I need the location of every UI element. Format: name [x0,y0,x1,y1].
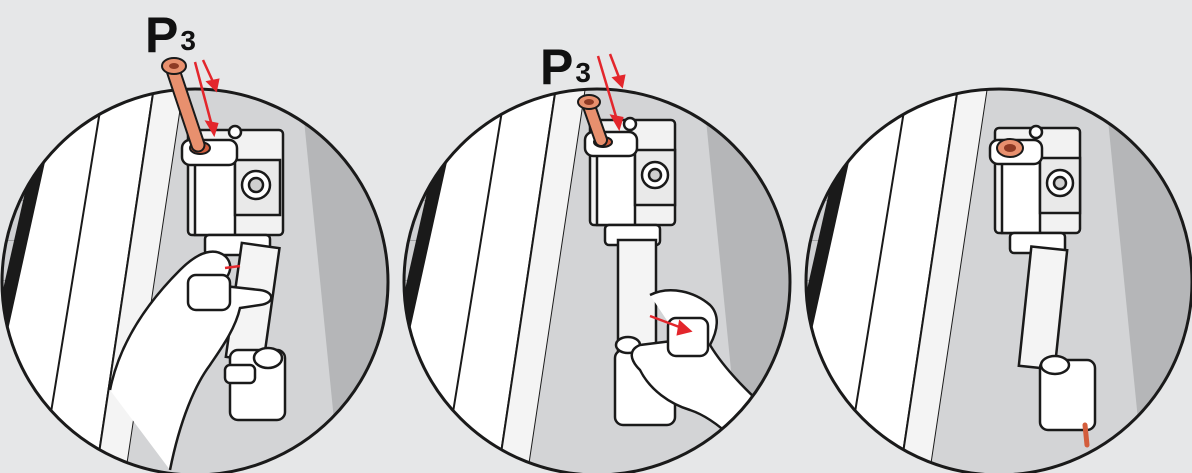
panel-1 [0,58,400,473]
panel-2 [322,54,800,473]
pin-label-p3-panel-1: P3 [145,10,196,60]
panel-3 [724,80,1192,473]
pin-label-subscript: 3 [575,57,591,88]
pin-label-letter: P [540,39,573,95]
pin-label-p3-panel-2: P3 [540,42,591,92]
pin-label-subscript: 3 [180,25,196,56]
pin-label-letter: P [145,7,178,63]
